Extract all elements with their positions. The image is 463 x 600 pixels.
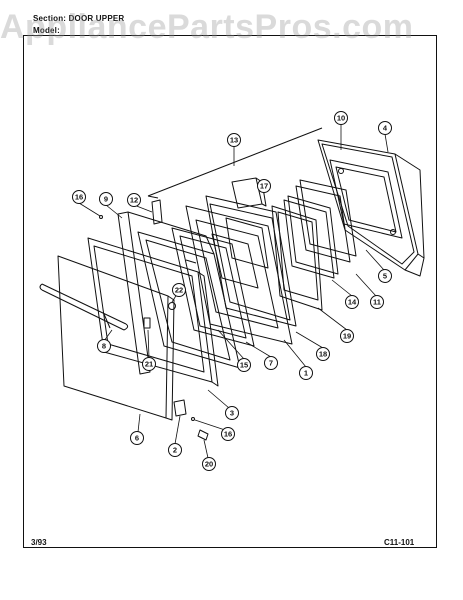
callout-13 (227, 133, 241, 147)
callout-label-20: 20 (205, 460, 213, 469)
callout-11 (370, 295, 384, 309)
part-16-screw-bottom (191, 417, 195, 421)
part-14-glass-pack (283, 195, 339, 279)
part-16-screw-top (99, 215, 103, 219)
callout-label-13: 13 (230, 136, 238, 145)
part-20-plug (197, 429, 209, 441)
part-1-inner-panel (185, 205, 293, 345)
callout-label-21: 21 (145, 360, 153, 369)
part-22-screw (168, 302, 176, 310)
part-4-door-gasket (317, 139, 425, 277)
part-6-door-front (57, 255, 175, 421)
part-10-inner-frame (329, 159, 403, 239)
revision-date: 3/93 (31, 538, 47, 547)
callout-label-3: 3 (230, 409, 234, 418)
callout-2 (168, 443, 182, 457)
part-18-door-liner (205, 195, 297, 327)
callout-label-5: 5 (383, 272, 387, 281)
callout-22 (172, 283, 186, 297)
part-11-glass (295, 179, 357, 263)
callout-label-16-top: 16 (75, 193, 83, 202)
callout-18 (316, 347, 330, 361)
callout-1 (299, 366, 313, 380)
part-15-door-frame (137, 231, 241, 369)
callout-9 (99, 192, 113, 206)
callout-label-17: 17 (260, 182, 268, 191)
callout-label-19: 19 (343, 332, 351, 341)
callout-label-8: 8 (102, 342, 106, 351)
callout-3 (225, 406, 239, 420)
callout-15 (237, 358, 251, 372)
callout-19 (340, 329, 354, 343)
callout-10 (334, 111, 348, 125)
callout-12 (127, 193, 141, 207)
part-8-door-handle (39, 283, 129, 331)
section-title: Section: DOOR UPPER (33, 14, 125, 23)
callout-16-top (72, 190, 86, 204)
callout-label-7: 7 (269, 359, 273, 368)
callout-label-22: 22 (175, 286, 183, 295)
callout-14 (345, 295, 359, 309)
callout-label-6: 6 (135, 434, 139, 443)
callout-label-12: 12 (130, 196, 138, 205)
callout-label-10: 10 (337, 114, 345, 123)
part-12-clip (151, 199, 163, 225)
model-line: Model: (33, 26, 60, 35)
callout-label-18: 18 (319, 350, 327, 359)
callout-6 (130, 431, 144, 445)
part-19-inner-glass (271, 205, 323, 311)
callout-label-16-bottom: 16 (224, 430, 232, 439)
callout-label-1: 1 (304, 369, 308, 378)
part-2-hinge (173, 399, 187, 417)
callout-5 (378, 269, 392, 283)
part-21-handle-mount (143, 317, 151, 329)
page-code: C11-101 (384, 538, 415, 547)
callout-17 (257, 179, 271, 193)
callout-21 (142, 357, 156, 371)
callout-label-15: 15 (240, 361, 248, 370)
diagram-frame (23, 35, 437, 548)
callout-4 (378, 121, 392, 135)
callout-label-11: 11 (373, 298, 381, 307)
callout-label-2: 2 (173, 446, 177, 455)
callout-20 (202, 457, 216, 471)
callout-16-bottom (221, 427, 235, 441)
part-3-outer-panel (87, 237, 219, 387)
callout-label-4: 4 (383, 124, 388, 133)
callout-label-14: 14 (348, 298, 357, 307)
callout-7 (264, 356, 278, 370)
callout-8 (97, 339, 111, 353)
callout-label-9: 9 (104, 195, 108, 204)
part-7-insulation (171, 227, 255, 347)
